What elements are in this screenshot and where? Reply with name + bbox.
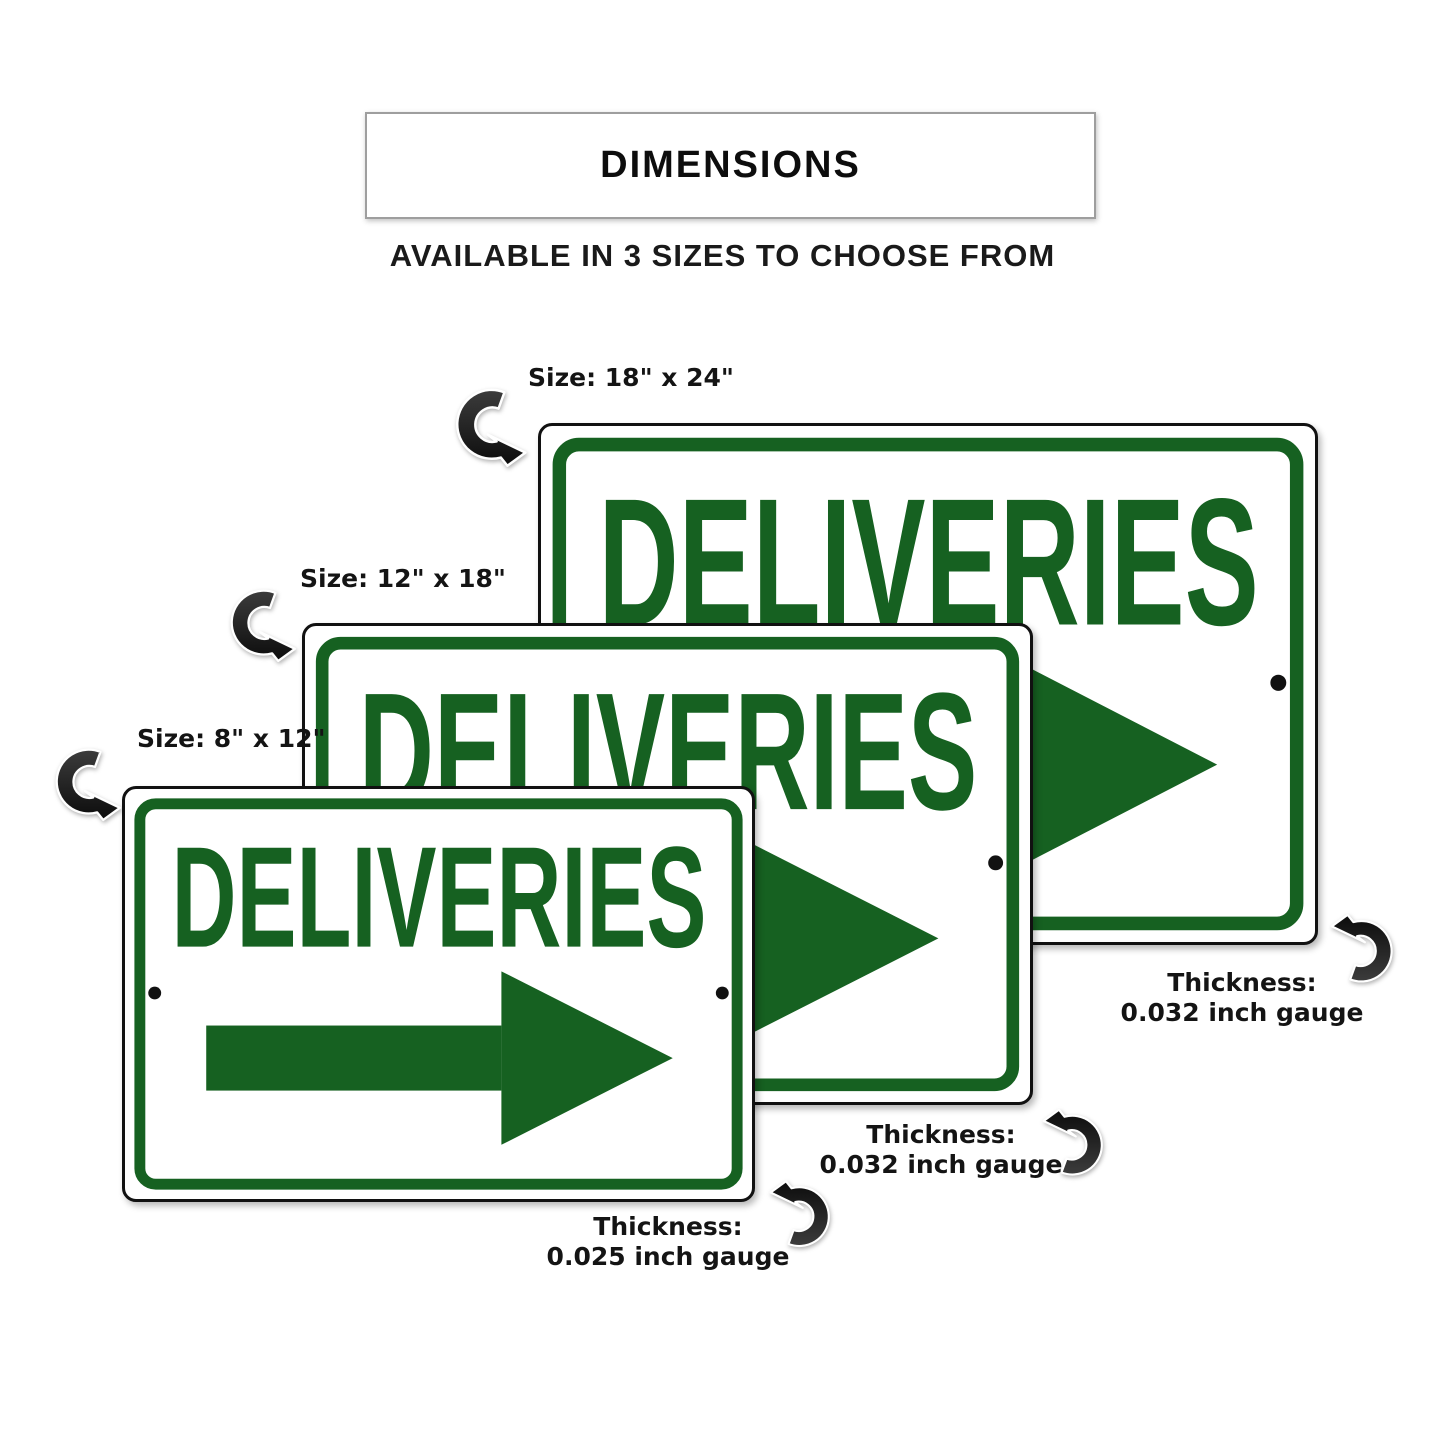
- direction-arrow-head: [1005, 655, 1218, 874]
- thickness-title: Thickness:: [866, 1120, 1016, 1149]
- thickness-value: 0.032 inch gauge: [1120, 998, 1364, 1027]
- mounting-hole-right: [715, 986, 729, 1000]
- dimensions-header-box: DIMENSIONS: [365, 112, 1096, 219]
- mounting-hole-left: [148, 986, 162, 1000]
- thickness-value: 0.032 inch gauge: [819, 1150, 1063, 1179]
- size-label-18x24: Size: 18" x 24": [528, 363, 734, 392]
- page-subtitle: AVAILABLE IN 3 SIZES TO CHOOSE FROM: [389, 238, 1056, 273]
- page-title: DIMENSIONS: [600, 144, 861, 186]
- thickness-label-8x12: Thickness: 0.025 inch gauge: [518, 1212, 818, 1272]
- thickness-title: Thickness:: [1167, 968, 1317, 997]
- curved-arrow-icon: [765, 1166, 835, 1261]
- mounting-hole-right: [988, 855, 1004, 871]
- direction-arrow-head: [501, 971, 673, 1145]
- curved-arrow-icon: [50, 736, 126, 834]
- curved-arrow-icon: [1326, 898, 1398, 998]
- curved-arrow-icon: [1038, 1093, 1108, 1191]
- size-label-8x12: Size: 8" x 12": [137, 724, 326, 753]
- thickness-value: 0.025 inch gauge: [546, 1242, 790, 1271]
- size-label-12x18: Size: 12" x 18": [300, 564, 506, 593]
- direction-arrow-shaft: [206, 1025, 502, 1091]
- curved-arrow-icon: [225, 577, 301, 675]
- thickness-label-12x18: Thickness: 0.032 inch gauge: [791, 1120, 1091, 1180]
- curved-arrow-icon: [450, 378, 532, 478]
- direction-arrow-head: [740, 837, 939, 1040]
- thickness-label-18x24: Thickness: 0.032 inch gauge: [1092, 968, 1392, 1028]
- sign-8x12: DELIVERIES: [122, 786, 755, 1202]
- thickness-title: Thickness:: [593, 1212, 743, 1241]
- sign-artwork: DELIVERIES: [134, 798, 743, 1190]
- sign-text: DELIVERIES: [172, 816, 707, 978]
- sign-green-border: [134, 798, 743, 1190]
- mounting-hole-right: [1270, 674, 1287, 691]
